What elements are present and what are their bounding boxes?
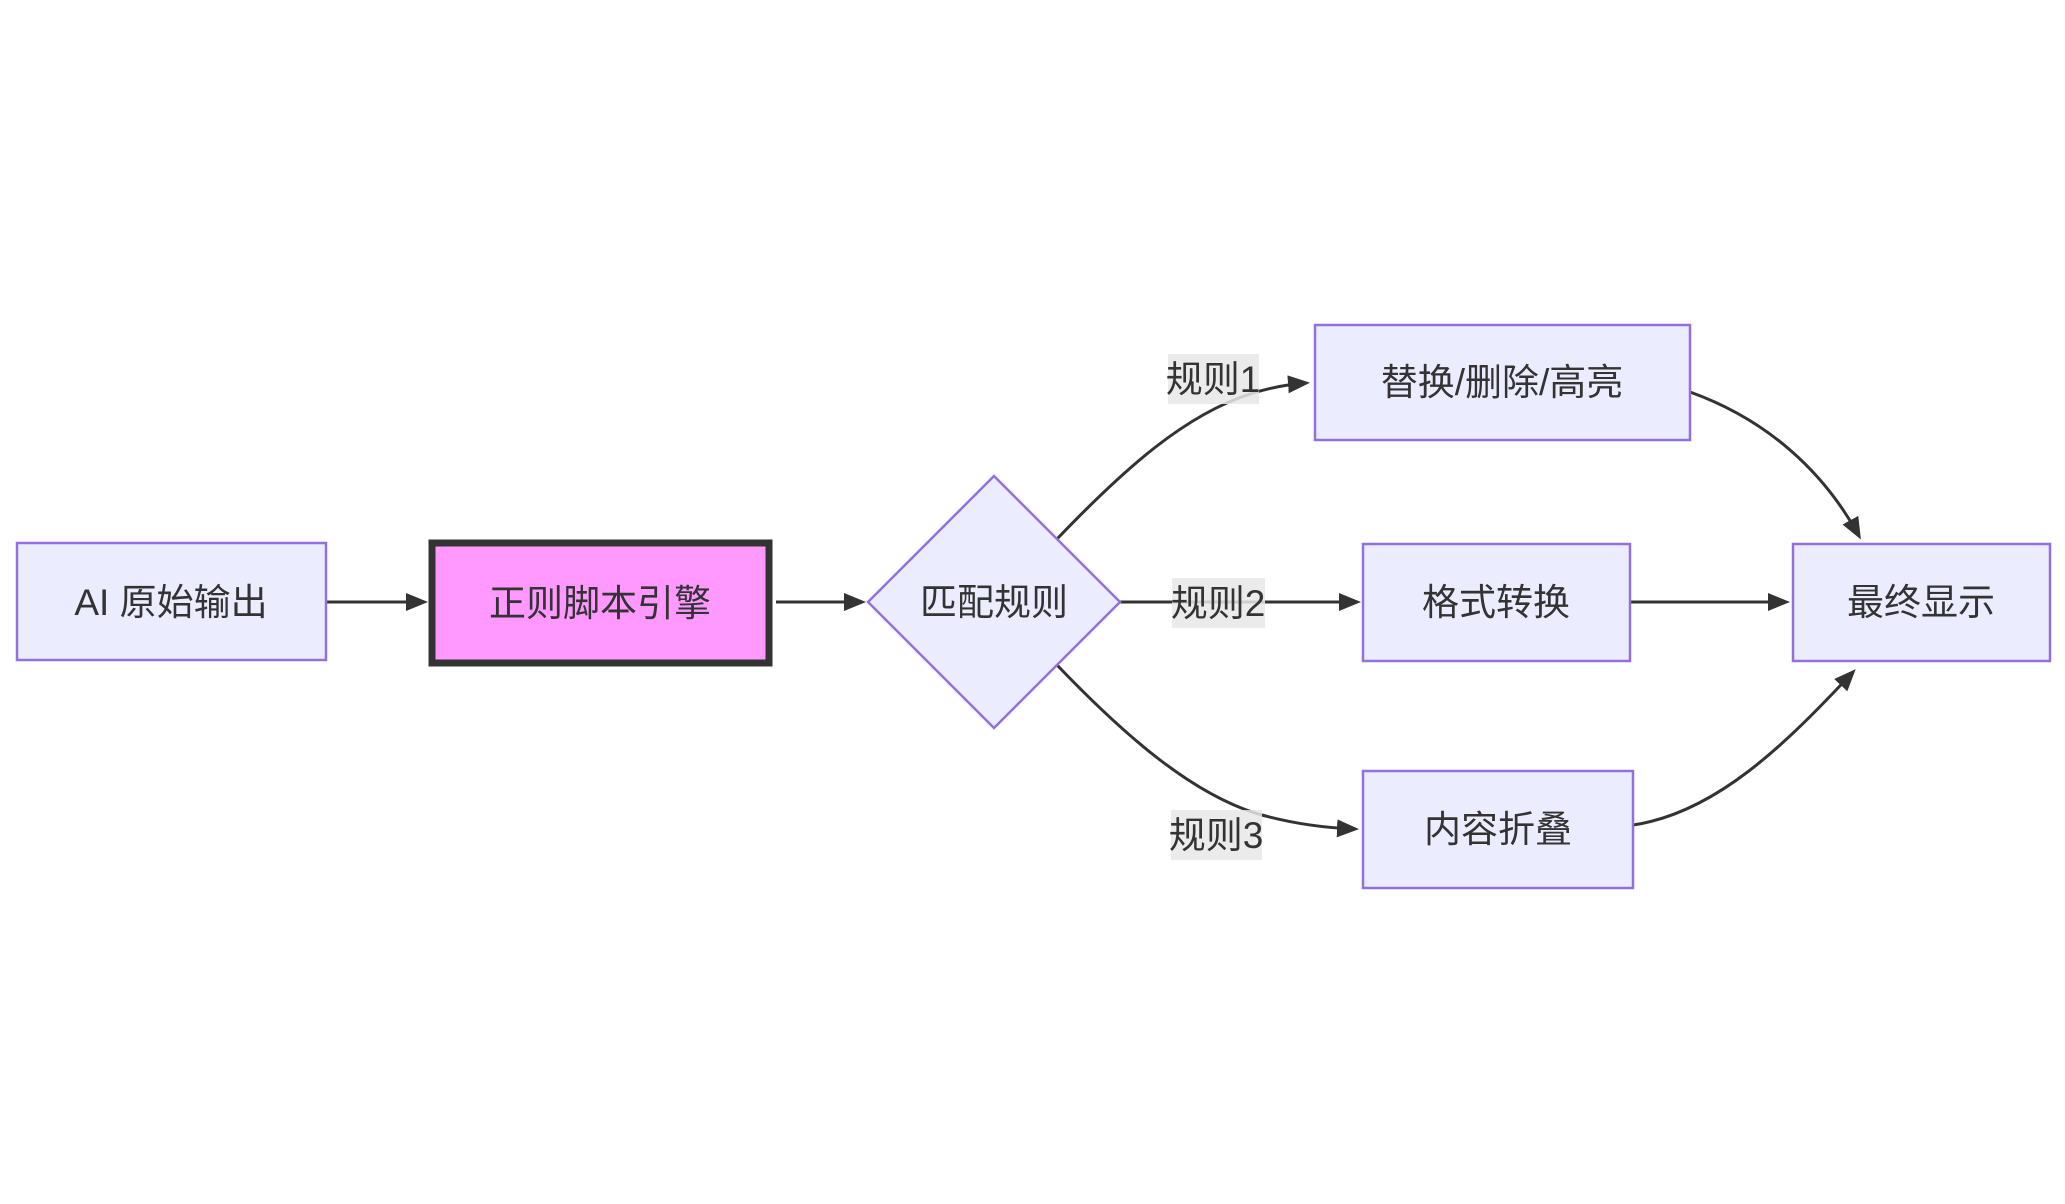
edge-label-layer: 规则1 规则2 规则3 xyxy=(1166,354,1266,860)
edge-label-rule1: 规则1 xyxy=(1166,354,1261,404)
edge-label-rule3: 规则3 xyxy=(1169,810,1264,860)
node-match-rules-diamond xyxy=(866,474,1122,730)
node-replace-delete-highlight-label: 替换/删除/高亮 xyxy=(1381,362,1624,403)
node-ai-output-label: AI 原始输出 xyxy=(74,582,267,623)
edge-label-rule1-bg xyxy=(1168,354,1259,404)
edge-label-rule2-text: 规则2 xyxy=(1171,583,1266,624)
edge-layer xyxy=(326,375,1861,838)
node-final-display: 最终显示 xyxy=(1791,542,2052,663)
node-regex-engine: 正则脚本引擎 xyxy=(428,539,773,667)
edge-label-rule2-bg xyxy=(1172,578,1265,628)
node-format-convert-box xyxy=(1361,542,1632,663)
node-replace-delete-highlight-box xyxy=(1313,323,1692,442)
node-ai-output-box xyxy=(15,541,328,662)
node-layer: AI 原始输出 正则脚本引擎 匹配规则 替换/删除/高亮 格式转换 内容折叠 最… xyxy=(15,323,2052,890)
node-content-fold-label: 内容折叠 xyxy=(1424,809,1572,850)
node-final-display-box xyxy=(1791,542,2052,663)
node-format-convert: 格式转换 xyxy=(1361,542,1632,663)
edge-match-rules-to-content-fold xyxy=(1055,663,1359,838)
node-replace-delete-highlight: 替换/删除/高亮 xyxy=(1313,323,1692,442)
edge-label-rule3-bg xyxy=(1171,810,1262,860)
node-regex-engine-box xyxy=(428,539,773,667)
node-final-display-label: 最终显示 xyxy=(1847,582,1995,623)
node-content-fold: 内容折叠 xyxy=(1361,769,1635,890)
edge-label-rule2: 规则2 xyxy=(1171,578,1266,628)
node-regex-engine-label: 正则脚本引擎 xyxy=(489,583,711,624)
node-ai-output: AI 原始输出 xyxy=(15,541,328,662)
node-match-rules-label: 匹配规则 xyxy=(920,582,1068,623)
node-format-convert-label: 格式转换 xyxy=(1422,582,1570,623)
edge-replace-delete-highlight-to-final-display xyxy=(1689,390,1861,540)
node-content-fold-box xyxy=(1361,769,1635,890)
node-match-rules: 匹配规则 xyxy=(866,474,1122,730)
edge-content-fold-to-final-display xyxy=(1632,669,1856,827)
edge-match-rules-to-replace-delete-highlight xyxy=(1055,375,1310,541)
edge-label-rule3-text: 规则3 xyxy=(1169,815,1264,856)
edge-label-rule1-text: 规则1 xyxy=(1166,359,1261,400)
